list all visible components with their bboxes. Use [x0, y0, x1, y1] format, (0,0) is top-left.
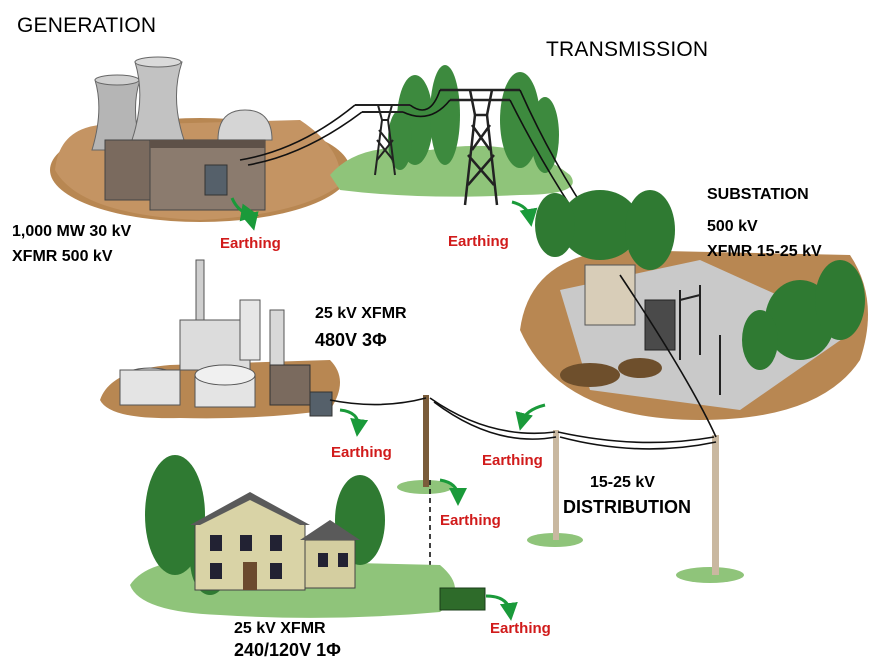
earthing-label-industrial: Earthing [331, 444, 392, 461]
generation-xfmr-label: XFMR 500 kV [12, 248, 113, 265]
substation [520, 190, 868, 420]
section-substation: SUBSTATION [707, 186, 809, 203]
substation-xfmr-label: XFMR 15-25 kV [707, 243, 822, 260]
section-generation: GENERATION [17, 14, 157, 37]
section-transmission: TRANSMISSION [546, 38, 709, 61]
earthing-label-pole-base: Earthing [440, 512, 501, 529]
earthing-label-pole: Earthing [482, 452, 543, 469]
section-distribution: DISTRIBUTION [563, 497, 691, 517]
earthing-label-tower: Earthing [448, 233, 509, 250]
generation-power-label: 1,000 MW 30 kV [12, 223, 132, 240]
industrial-xfmr-label: 25 kV XFMR [315, 305, 407, 322]
residential-voltage-label: 240/120V 1Φ [234, 640, 341, 660]
substation-kv-label: 500 kV [707, 218, 758, 235]
earthing-label-generation: Earthing [220, 235, 281, 252]
earthing-label-padmount: Earthing [490, 620, 551, 637]
generation-plant [50, 56, 350, 222]
transmission-area [239, 65, 621, 271]
residential-house [130, 455, 486, 618]
industrial-plant [100, 259, 340, 419]
industrial-voltage-label: 480V 3Φ [315, 330, 387, 350]
distribution-kv-label: 15-25 kV [590, 474, 655, 491]
residential-xfmr-label: 25 kV XFMR [234, 620, 326, 637]
distribution-lines [329, 274, 744, 615]
